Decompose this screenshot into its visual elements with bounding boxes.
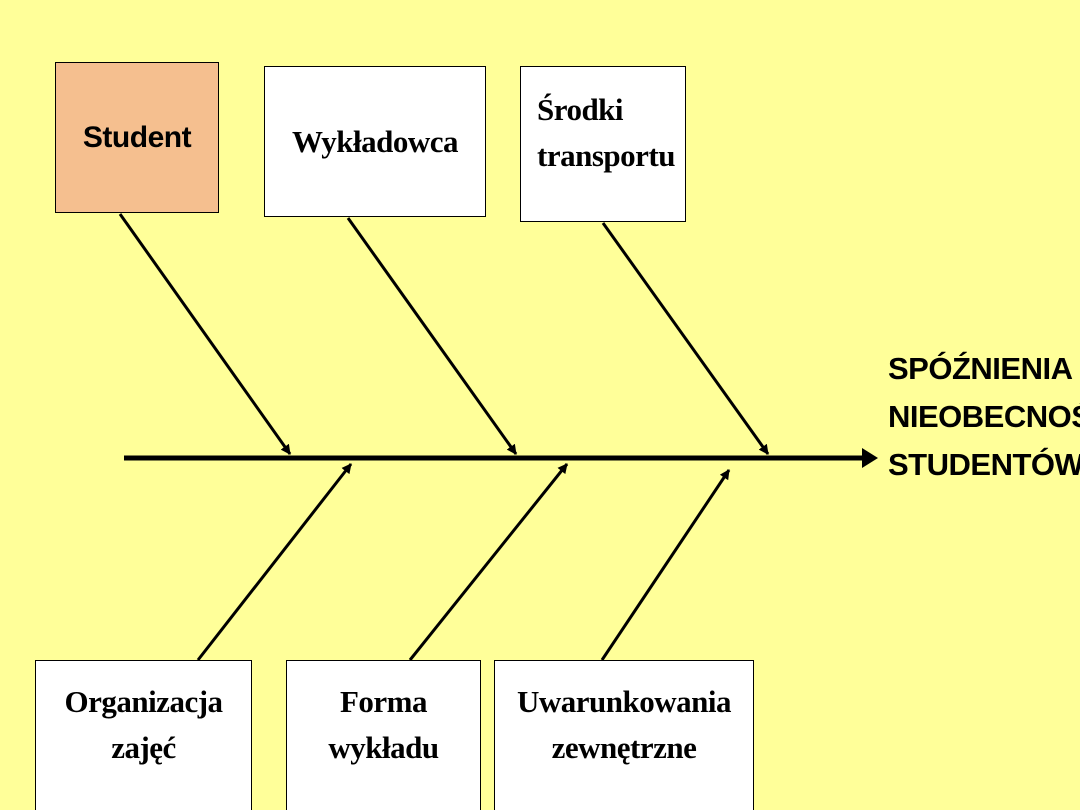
bone-organizacja — [196, 463, 353, 661]
bone-srodki — [601, 222, 770, 455]
bone-uwarunkowania — [600, 469, 731, 661]
cause-label-line-1: Uwarunkowania — [517, 684, 732, 719]
bone-student — [118, 213, 292, 455]
cause-label: Student — [82, 120, 192, 154]
cause-box-srodki-transportu: Środki transportu — [520, 66, 686, 222]
cause-label: Wykładowca — [291, 123, 459, 159]
cause-box-uwarunkowania-zewnetrzne: Uwarunkowania zewnętrzne — [494, 660, 754, 810]
cause-box-student: Student — [55, 62, 219, 213]
effect-line-2: NIEOBECNOŚCI — [888, 399, 1080, 434]
bone-wykladowca — [346, 217, 518, 455]
cause-box-organizacja-zajec: Organizacja zajęć — [35, 660, 252, 810]
cause-label-line-1: Forma — [339, 684, 428, 719]
cause-label-line-2: zewnętrzne — [551, 730, 697, 765]
spine-arrowhead — [862, 448, 878, 468]
cause-box-forma-wykladu: Forma wykładu — [286, 660, 481, 810]
cause-label-line-2: transportu — [537, 138, 675, 173]
bone-forma — [408, 463, 569, 661]
cause-label-line-1: Organizacja — [64, 684, 223, 719]
cause-label-line-2: zajęć — [111, 730, 176, 765]
cause-box-wykladowca: Wykładowca — [264, 66, 486, 217]
cause-label-line-1: Środki — [537, 92, 624, 127]
effect-line-3: STUDENTÓW — [888, 447, 1080, 482]
effect-line-1: SPÓŹNIENIA I — [888, 351, 1080, 386]
cause-label-line-2: wykładu — [328, 730, 439, 765]
effect-label: SPÓŹNIENIA I NIEOBECNOŚCI STUDENTÓW — [888, 345, 1080, 489]
